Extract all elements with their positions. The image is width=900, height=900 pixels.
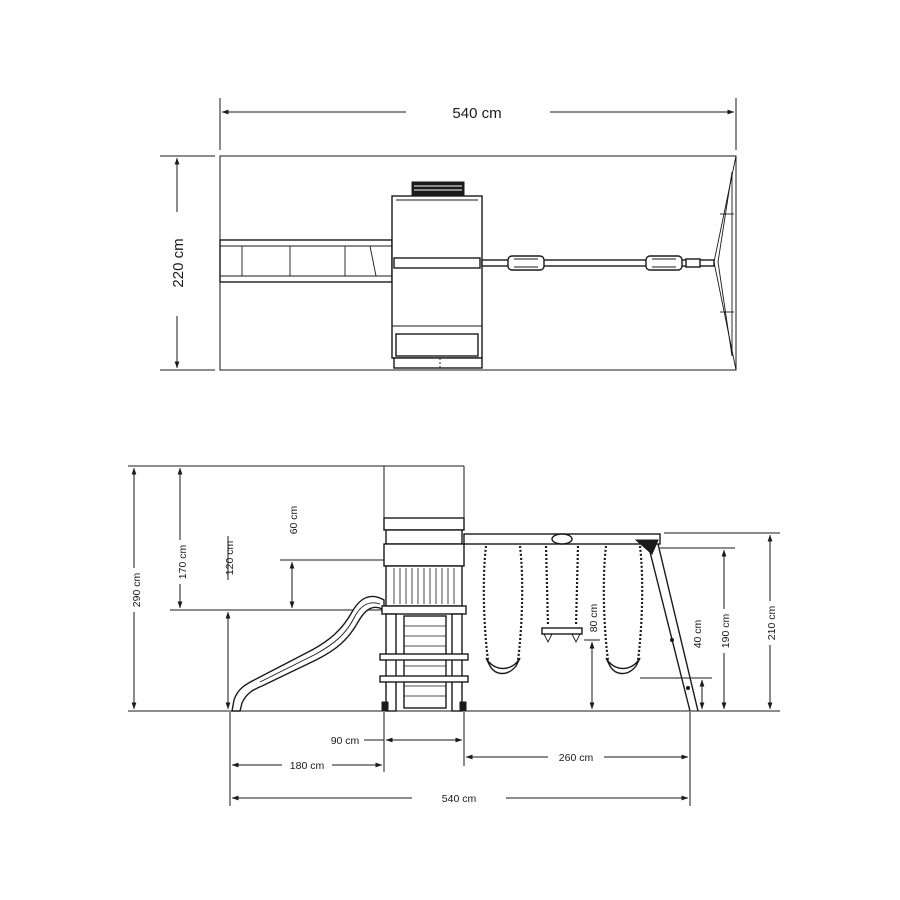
trapeze-bar [541,545,583,644]
top-width-label: 540 cm [452,105,501,122]
side-view: 290 cm 170 cm 120 cm 60 cm 210 cm 190 cm… [124,465,780,806]
side-swing-frame [463,533,699,712]
swing-span-label: 260 cm [559,752,594,764]
top-depth-label: 220 cm [170,238,187,287]
side-tower [379,517,469,712]
seat-height-label: 40 cm [692,619,704,648]
height-roof-label: 170 cm [177,545,189,580]
slide-length-label: 180 cm [290,760,325,772]
height-platform-label: 120 cm [224,541,236,576]
height-wall-label: 60 cm [288,505,300,534]
swing-seat-right [602,545,644,675]
top-view: 540 cm 220 cm [160,98,737,371]
total-length-label: 540 cm [442,793,477,805]
tower-width-label: 90 cm [331,735,360,747]
top-tower [391,181,483,369]
top-a-frame [713,155,737,371]
side-slide [231,595,385,712]
top-swing-beam [481,255,715,271]
swing-height-label: 190 cm [720,614,732,649]
swing-seat-left [482,545,524,675]
height-total-label: 290 cm [131,573,143,608]
swing-beam-height-label: 210 cm [766,606,778,641]
top-slide [219,239,393,283]
trapeze-label: 80 cm [588,603,600,632]
